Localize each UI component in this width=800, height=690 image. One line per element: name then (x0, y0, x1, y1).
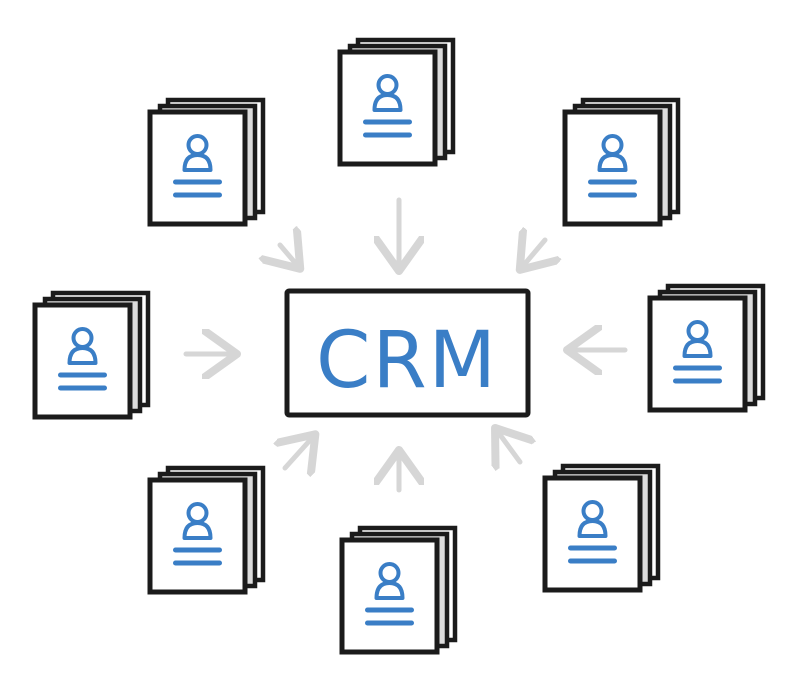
contact-card-left (32, 290, 151, 420)
contact-card-right (647, 283, 766, 413)
crm-label: CRM (316, 316, 498, 406)
contact-card-bottom-left (147, 465, 266, 595)
crm-box: CRM (284, 288, 531, 418)
contact-card-bottom (339, 525, 458, 655)
arrow-bottom-right (498, 432, 520, 462)
arrow-top-right (523, 240, 545, 266)
person-icon (597, 134, 628, 172)
person-icon (372, 74, 403, 112)
person-icon (374, 562, 405, 600)
contact-card-top (337, 37, 456, 167)
person-icon (182, 502, 213, 540)
person-icon (182, 134, 213, 172)
person-icon (682, 320, 713, 358)
person-icon (67, 327, 98, 365)
contact-card-top-left (147, 97, 266, 227)
arrow-bottom-left (285, 438, 312, 468)
arrows-layer (183, 197, 628, 493)
contact-cards-layer (32, 37, 766, 655)
person-icon (577, 500, 608, 538)
arrow-top-left (280, 245, 297, 265)
contact-card-top-right (562, 97, 681, 227)
contact-card-bottom-right (542, 463, 661, 593)
